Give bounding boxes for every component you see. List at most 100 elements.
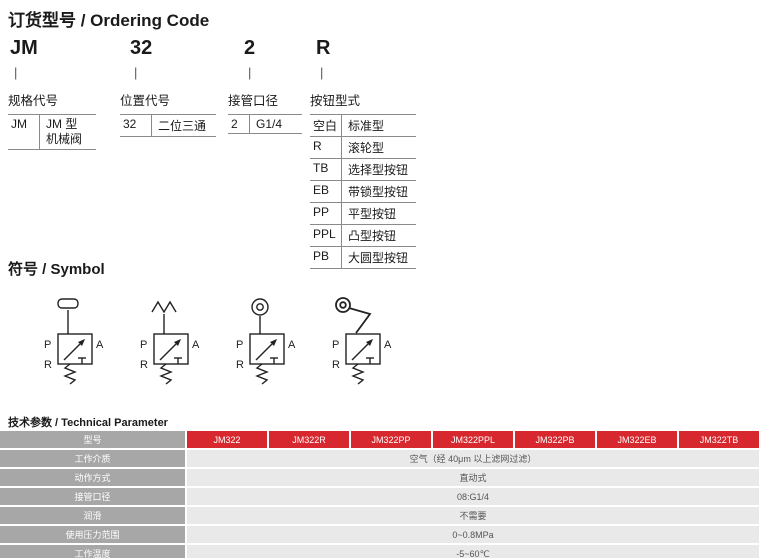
option-desc-line1: JM 型 — [46, 117, 78, 131]
port-label-a: A — [288, 339, 296, 351]
port-label-r: R — [236, 359, 244, 371]
code-value: R — [316, 37, 331, 59]
page-title: 订货型号 / Ordering Code — [8, 11, 210, 30]
arrow-icon — [366, 339, 373, 346]
roller-actuator-icon — [251, 298, 269, 316]
valve-symbol-spring-button: P A R — [140, 300, 200, 385]
port-label-r: R — [332, 359, 340, 371]
port-label-p: P — [332, 339, 339, 351]
spec-label-cell: 工作介质 — [0, 450, 185, 467]
spec-value-cell: 不需要 — [187, 507, 759, 524]
option-row: R 滚轮型 — [310, 137, 416, 159]
code-value: 32 — [130, 37, 153, 59]
connector-line: | — [320, 65, 324, 80]
port-label-r: R — [44, 359, 52, 371]
plunger-actuator-icon — [57, 298, 79, 309]
option-row: PP 平型按钮 — [310, 203, 416, 225]
arrow-icon — [174, 339, 181, 346]
symbol-section-title: 符号 / Symbol — [8, 261, 105, 278]
model-header-cell: JM322EB — [597, 431, 677, 448]
options-table: 32 二位三通 — [120, 115, 216, 137]
option-desc: 二位三通 — [158, 119, 207, 133]
model-header-cell: JM322R — [269, 431, 349, 448]
spec-value-cell: 08:G1/4 — [187, 488, 759, 505]
code-value: JM — [10, 37, 38, 59]
ordering-code-column-port: 2 | 接管口径 2 G1/4 — [228, 36, 302, 134]
arrow-icon — [270, 339, 277, 346]
option-desc: 标准型 — [348, 119, 385, 133]
options-table: 空白 标准型 R 滚轮型 TB 选择型按钮 EB 带锁型按钮 PP 平型按钮 P… — [310, 115, 416, 269]
option-desc: 带锁型按钮 — [348, 185, 409, 199]
option-row: PPL 凸型按钮 — [310, 225, 416, 247]
spec-value-cell: 空气（经 40μm 以上滤网过滤） — [187, 450, 759, 467]
code-value: 2 — [244, 37, 256, 59]
valve-symbol-roller: P A R — [236, 298, 296, 385]
ordering-code-column-position: 32 | 位置代号 32 二位三通 — [120, 36, 216, 137]
port-label-p: P — [140, 339, 147, 351]
model-header-cell: JM322PP — [351, 431, 431, 448]
option-row: 空白 标准型 — [310, 115, 416, 137]
option-code: 空白 — [310, 115, 342, 136]
arrow-icon — [78, 339, 85, 346]
connector-line: | — [248, 65, 252, 80]
option-desc: JM 型 机械阀 — [40, 115, 96, 149]
valve-symbols: P A R P A R — [38, 286, 400, 398]
option-code: TB — [310, 159, 342, 180]
option-desc: 大圆型按钮 — [348, 251, 409, 265]
spring-icon — [63, 363, 77, 385]
option-code: 32 — [120, 115, 152, 136]
ordering-code-column-button: R | 按钮型式 空白 标准型 R 滚轮型 TB 选择型按钮 EB 带锁型按钮 … — [310, 36, 416, 269]
spring-icon — [351, 363, 365, 385]
option-row: 2 G1/4 — [228, 115, 302, 134]
spec-label-cell: 使用压力范围 — [0, 526, 185, 543]
option-row: TB 选择型按钮 — [310, 159, 416, 181]
category-label: 位置代号 — [120, 88, 216, 115]
spring-actuator-icon — [151, 300, 177, 314]
spring-icon — [159, 363, 173, 385]
spec-label-cell: 润滑 — [0, 507, 185, 524]
ordering-code-column-spec: JM | 规格代号 JM JM 型 机械阀 — [8, 36, 96, 150]
option-desc: 滚轮型 — [348, 141, 385, 155]
option-desc: 选择型按钮 — [348, 163, 409, 177]
option-desc: 平型按钮 — [348, 207, 397, 221]
roller-lever-actuator-icon — [348, 307, 372, 334]
tech-section-title: 技术参数 / Technical Parameter — [8, 417, 168, 429]
category-label: 接管口径 — [228, 88, 302, 115]
spec-value-cell: 直动式 — [187, 469, 759, 486]
option-code: PPL — [310, 225, 342, 246]
option-desc: 凸型按钮 — [348, 229, 397, 243]
port-label-a: A — [192, 339, 200, 351]
port-label-r: R — [140, 359, 148, 371]
spec-label-cell: 动作方式 — [0, 469, 185, 486]
spec-value-cell: -5~60℃ — [187, 545, 759, 558]
model-header-cell: JM322 — [187, 431, 267, 448]
option-code: EB — [310, 181, 342, 202]
option-desc-line2: 机械阀 — [46, 132, 83, 146]
options-table: 2 G1/4 — [228, 115, 302, 134]
model-header-cell: JM322PB — [515, 431, 595, 448]
option-row: JM JM 型 机械阀 — [8, 115, 96, 150]
option-row: EB 带锁型按钮 — [310, 181, 416, 203]
tech-parameter-table: 型号 JM322 JM322R JM322PP JM322PPL JM322PB… — [0, 431, 759, 558]
option-row: PB 大圆型按钮 — [310, 247, 416, 269]
connector-line: | — [14, 65, 18, 80]
option-code: JM — [8, 115, 40, 149]
category-label: 按钮型式 — [310, 88, 416, 115]
option-code: 2 — [228, 115, 250, 133]
spec-value-cell: 0~0.8MPa — [187, 526, 759, 543]
spec-label-cell: 接管口径 — [0, 488, 185, 505]
model-column-header: 型号 — [0, 431, 185, 448]
option-code: R — [310, 137, 342, 158]
port-label-a: A — [96, 339, 104, 351]
options-table: JM JM 型 机械阀 — [8, 115, 96, 150]
category-label: 规格代号 — [8, 88, 96, 115]
option-row: 32 二位三通 — [120, 115, 216, 137]
model-header-cell: JM322PPL — [433, 431, 513, 448]
connector-line: | — [134, 65, 138, 80]
port-label-p: P — [44, 339, 51, 351]
valve-symbol-roller-lever: P A R — [332, 297, 392, 385]
option-code: PP — [310, 203, 342, 224]
port-label-a: A — [384, 339, 392, 351]
option-code: PB — [310, 247, 342, 268]
spec-label-cell: 工作温度 — [0, 545, 185, 558]
